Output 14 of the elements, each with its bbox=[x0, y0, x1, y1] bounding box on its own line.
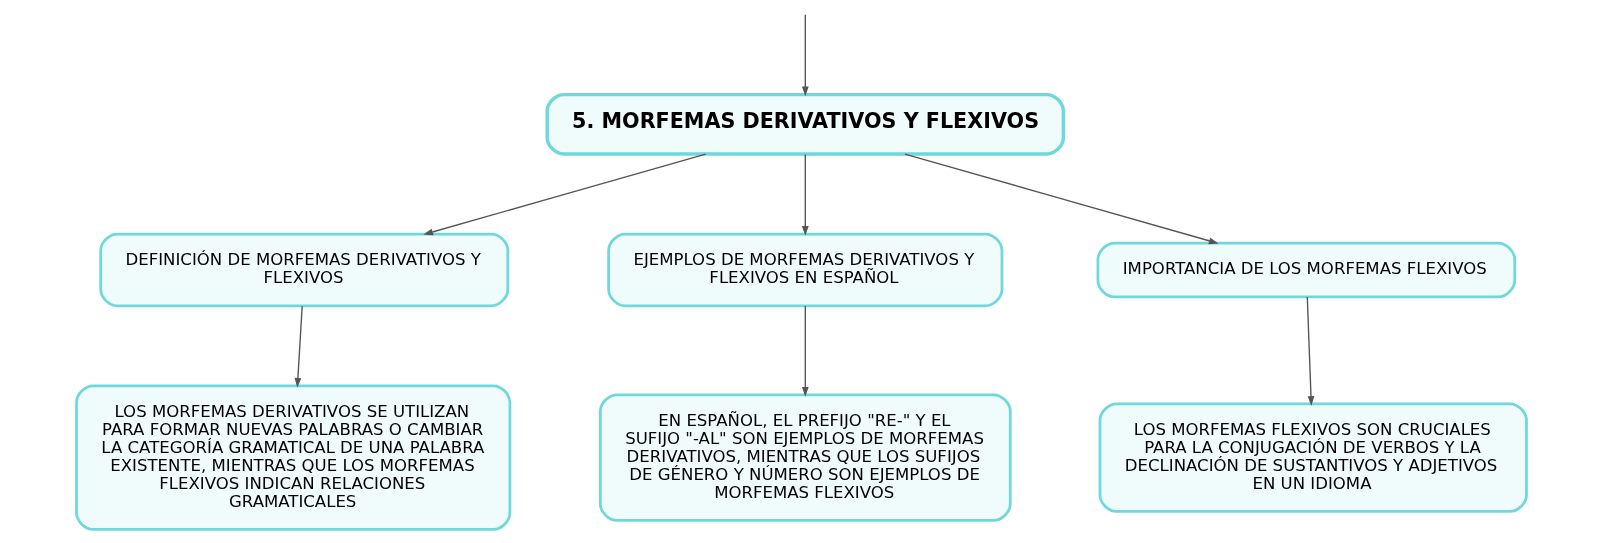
arrow bbox=[294, 305, 303, 388]
arrow bbox=[801, 13, 809, 97]
arrow bbox=[903, 153, 1219, 245]
node-box: IMPORTANCIA DE LOS MORFEMAS FLEXIVOS bbox=[1096, 241, 1516, 299]
node-box: DEFINICIÓN DE MORFEMAS DERIVATIVOS Y FLEXIVOS bbox=[98, 232, 509, 308]
node-box: LOS MORFEMAS FLEXIVOS SON CRUCIALES PARA LA CONJUGACIÓN DE VERBOS Y LA DECLINACIÓN DE SUSTANTIVOS Y ADJETIVOS EN UN IDIOMA bbox=[1098, 402, 1528, 513]
arrow bbox=[801, 305, 809, 397]
arrow bbox=[1306, 296, 1314, 406]
arrow bbox=[422, 153, 706, 236]
node-box: EJEMPLOS DE MORFEMAS DERIVATIVOS Y FLEXIVOS EN ESPAÑOL bbox=[606, 232, 1003, 308]
node-box: 5. MORFEMAS DERIVATIVOS Y FLEXIVOS bbox=[544, 92, 1065, 156]
node-box: LOS MORFEMAS DERIVATIVOS SE UTILIZAN PARA FORMAR NUEVAS PALABRAS O CAMBIAR LA CATEGORÍA GRAMATICAL DE UNA PALABRA EXISTENTE, MIENTRAS QUE LOS MORFEMAS FLEXIVOS INDICAN RELACIONES GRAMATICALES bbox=[74, 384, 511, 531]
node-box: EN ESPAÑOL, EL PREFIJO "RE-" Y EL SUFIJO "-AL" SON EJEMPLOS DE MORFEMAS DERIVATIVOS, MIENTRAS QUE LOS SUFIJOS DE GÉNERO Y NÚMERO SON EJEMPLOS DE MORFEMAS FLEXIVOS bbox=[598, 393, 1012, 522]
arrow bbox=[801, 153, 809, 236]
